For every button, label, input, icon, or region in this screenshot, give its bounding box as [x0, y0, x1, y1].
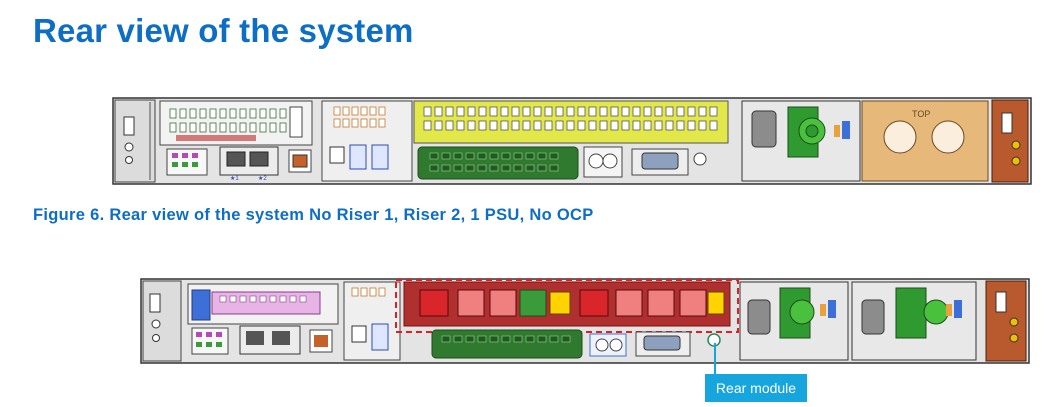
rear-view-diagram-2 — [140, 278, 1030, 364]
right-rack-ear — [991, 99, 1029, 183]
green-card-slot — [417, 146, 579, 180]
vga-and-serial-ports — [583, 146, 707, 178]
callout-leader-line — [714, 343, 716, 375]
rear-io-block-middle — [343, 281, 401, 361]
psu-1 — [741, 100, 861, 182]
left-rack-ear — [114, 99, 156, 183]
page-title: Rear view of the system — [33, 12, 414, 49]
rear-io-block-middle — [321, 100, 413, 182]
psu-2-blank: TOP — [861, 100, 989, 182]
riser-2-slot — [413, 100, 729, 144]
rear-io-ports-left — [191, 325, 333, 355]
riser-1-slot — [187, 283, 339, 325]
rear-module-highlight — [395, 279, 739, 333]
pcie-slot-area-left — [159, 100, 313, 146]
svg-text:★1: ★1 — [230, 175, 239, 182]
svg-text:TOP: TOP — [912, 109, 930, 119]
rear-io-ports-left: ★1 ★2 — [166, 146, 312, 182]
right-rack-ear — [985, 280, 1027, 362]
rear-view-diagram-1: ★1 ★2 — [112, 97, 1032, 185]
rear-module-callout: Rear module — [705, 374, 807, 402]
left-rack-ear — [142, 280, 182, 362]
green-card-slot — [431, 329, 583, 359]
psu-1 — [739, 281, 849, 361]
vga-and-rear-module — [589, 331, 721, 357]
psu-2 — [851, 281, 977, 361]
svg-text:★2: ★2 — [258, 175, 267, 182]
figure-caption: Figure 6. Rear view of the system No Ris… — [33, 206, 594, 224]
